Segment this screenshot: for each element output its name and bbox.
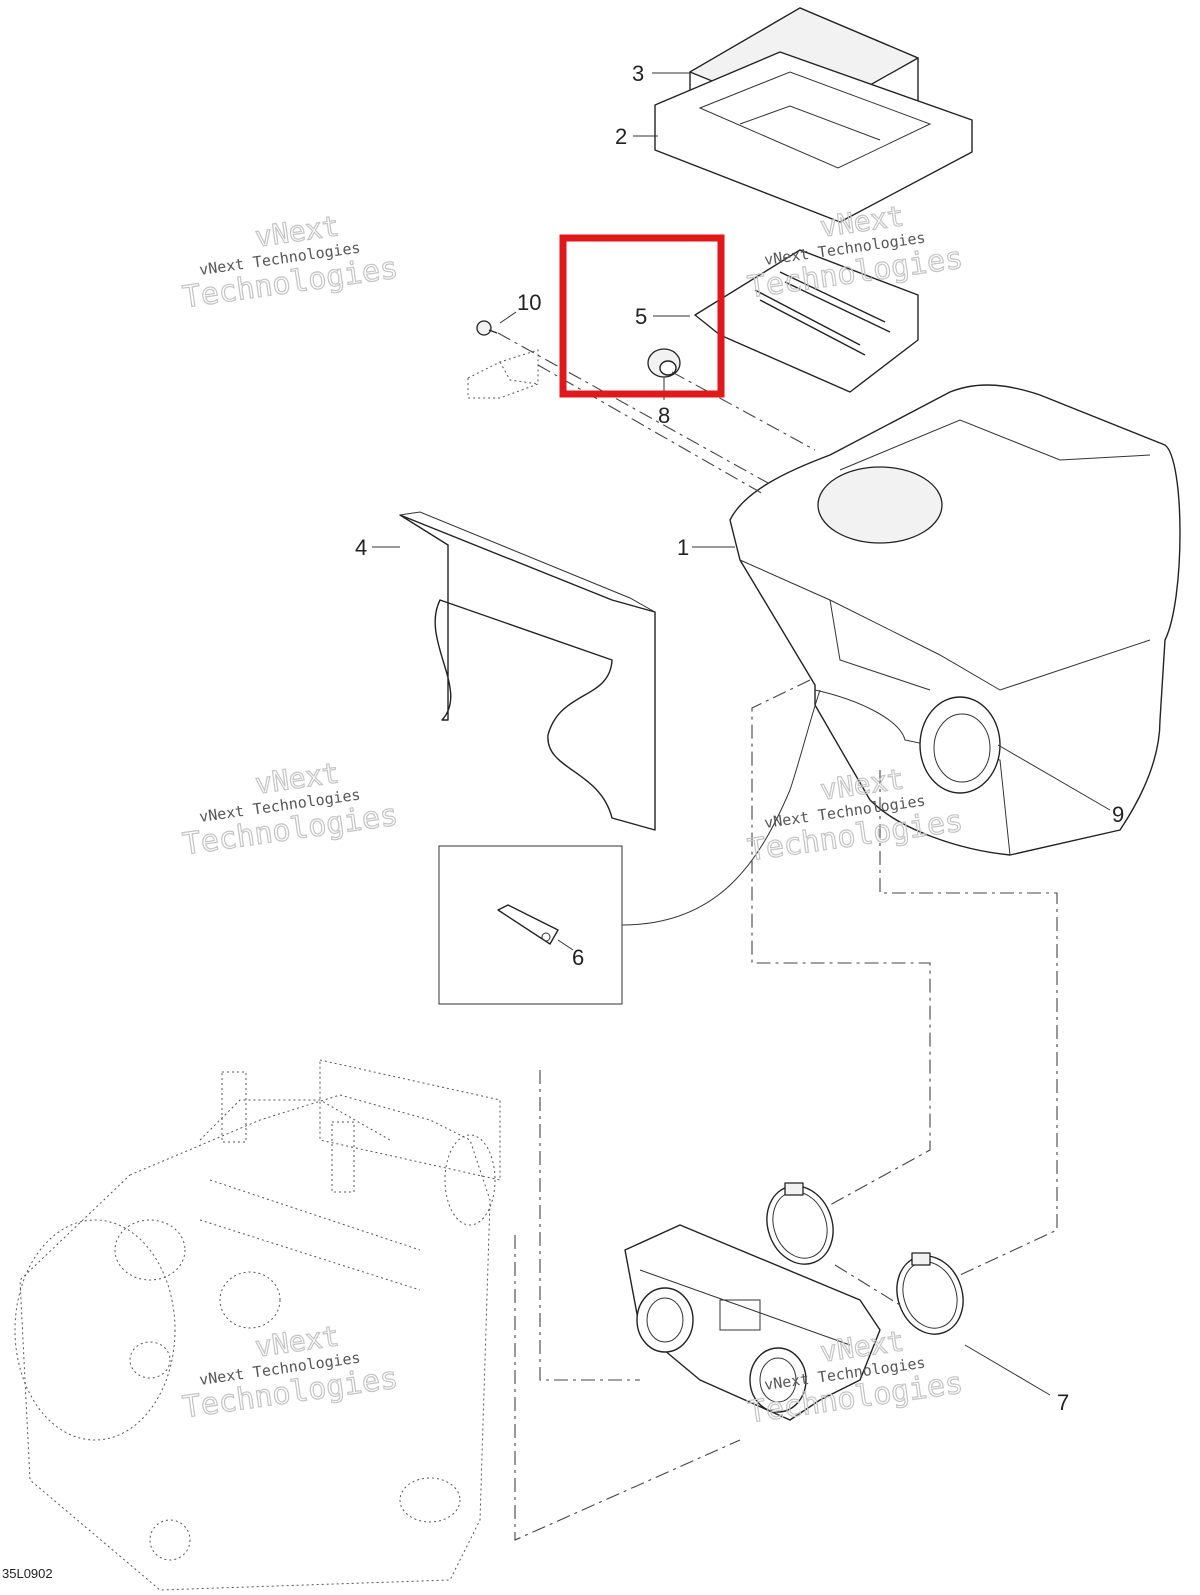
callout-7: 7 bbox=[1057, 1390, 1069, 1415]
part-7-clamp-left[interactable] bbox=[756, 1176, 844, 1273]
highlight-box bbox=[559, 234, 725, 398]
callout-10: 10 bbox=[517, 290, 541, 315]
watermark-3: vNext vNext Technologies Technologies bbox=[180, 756, 401, 863]
bracket-dotted bbox=[467, 349, 539, 399]
watermark-5: vNext vNext Technologies Technologies bbox=[180, 1319, 401, 1426]
callout-8: 8 bbox=[658, 403, 670, 428]
part-2-filter-frame[interactable] bbox=[654, 51, 973, 223]
alignment-lines bbox=[497, 332, 1058, 1541]
callout-5: 5 bbox=[635, 304, 647, 329]
part-4-foam-gasket[interactable] bbox=[399, 511, 656, 831]
callout-3: 3 bbox=[632, 61, 644, 86]
carburetor-assembly bbox=[624, 1224, 881, 1421]
watermark-1: vNext vNext Technologies Technologies bbox=[180, 209, 401, 316]
part-8-grommet[interactable] bbox=[647, 348, 681, 378]
leader-lines bbox=[372, 72, 1111, 1396]
part-6-label[interactable] bbox=[497, 904, 559, 945]
drawing-code: 35L0902 bbox=[2, 1566, 53, 1581]
part-1-airbox[interactable] bbox=[729, 384, 1181, 856]
callout-1: 1 bbox=[677, 535, 689, 560]
watermark-2: vNext vNext Technologies Technologies bbox=[745, 199, 966, 306]
watermark-4: vNext vNext Technologies Technologies bbox=[745, 762, 966, 869]
engine-dotted bbox=[14, 1059, 501, 1591]
detail-box bbox=[438, 689, 821, 1005]
callout-6: 6 bbox=[572, 945, 584, 970]
callout-4: 4 bbox=[355, 535, 367, 560]
part-10-screw[interactable] bbox=[476, 320, 498, 336]
callout-2: 2 bbox=[615, 124, 627, 149]
callout-9: 9 bbox=[1112, 802, 1124, 827]
part-7-clamp-right[interactable] bbox=[886, 1246, 974, 1343]
callout-labels: 3 2 10 5 8 4 1 9 6 7 bbox=[355, 61, 1124, 1415]
